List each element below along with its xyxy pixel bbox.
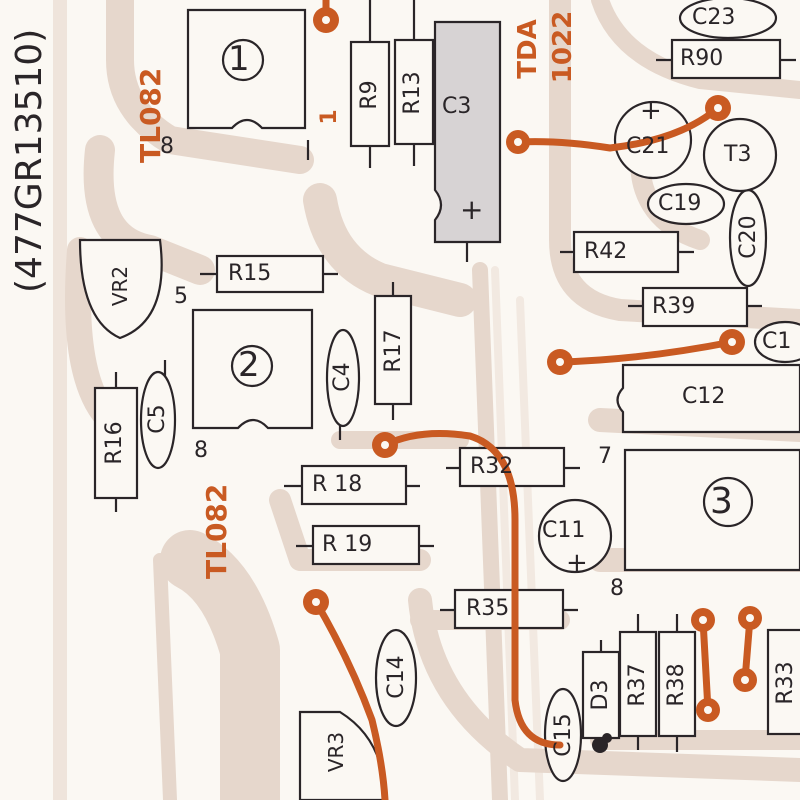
vr2-body [78, 238, 163, 340]
ic2-pin5-label: 5 [174, 284, 188, 309]
jumper-c12 [556, 338, 736, 366]
r18-label: R 18 [312, 472, 363, 497]
d3-body [581, 650, 621, 740]
vr2-label: VR2 [108, 265, 132, 307]
c21-plus-label: + [640, 96, 662, 126]
r33-label: R33 [773, 661, 798, 705]
t3-label: T3 [724, 142, 752, 167]
jumper-r32 [381, 429, 564, 749]
c11-plus-label: + [566, 548, 588, 578]
c19-body [646, 182, 726, 226]
r33-body [766, 628, 800, 736]
t3-body [702, 117, 778, 193]
r19-label: R 19 [322, 532, 373, 557]
c3-plus-label: + [460, 193, 484, 226]
r38-label: R38 [664, 663, 689, 707]
c4-body [325, 328, 361, 428]
c4-label: C4 [330, 362, 355, 392]
c14-label: C14 [384, 655, 409, 699]
c11-label: C11 [542, 518, 586, 543]
r13-label: R13 [400, 71, 425, 115]
r16-body [93, 386, 139, 500]
ic3-pin: 8 [610, 576, 624, 601]
c12-body [616, 363, 800, 434]
c23-body [678, 0, 778, 40]
c1-label: C1 [762, 329, 792, 354]
r39-label: R39 [652, 294, 696, 319]
c15-label: C15 [551, 713, 576, 757]
c3-label: C3 [442, 94, 472, 119]
ic2-pin: 8 [194, 438, 208, 463]
ic1-pin1-label: 1 [317, 109, 342, 125]
jumper-vr3 [312, 598, 389, 800]
r37-label: R37 [625, 663, 650, 707]
d3-label: D3 [588, 679, 613, 711]
component-pads [592, 733, 612, 753]
tda-code: 1022 [548, 10, 578, 84]
jumper-wires [312, 0, 754, 800]
r15-body [215, 254, 325, 294]
ic2-type: TL082 [200, 483, 233, 579]
r42-label: R42 [584, 239, 628, 264]
jumper-pad-holes [312, 16, 754, 714]
ic1-pin: 8 [160, 134, 174, 159]
r15-label: R15 [228, 261, 272, 286]
ic1-number: 1 [228, 39, 250, 79]
r90-body [670, 38, 782, 80]
jumper-r37 [699, 616, 712, 714]
ic2-number-circle [230, 344, 274, 388]
r35-body [453, 588, 565, 630]
c20-label: C20 [736, 215, 761, 259]
ic3-outline [623, 448, 800, 572]
c1-body [753, 320, 800, 364]
ic3-number-circle [702, 476, 754, 528]
ic2-number: 2 [238, 345, 260, 385]
board-part-number: (477GR13510) [9, 28, 50, 293]
jumper-pads [303, 7, 762, 722]
c5-label: C5 [145, 404, 170, 434]
r17-label: R17 [381, 329, 406, 373]
c21-label: C21 [626, 134, 670, 159]
ic2-outline [191, 308, 314, 430]
c19-label: C19 [658, 191, 702, 216]
c23-label: C23 [692, 5, 736, 30]
r9-label: R9 [357, 80, 382, 110]
r19-body [311, 524, 421, 566]
vr3-label: VR3 [324, 731, 348, 773]
c15-body [543, 687, 583, 783]
r18-body [300, 464, 408, 506]
c5-body [139, 370, 177, 470]
jumper-c3-c21 [514, 104, 722, 152]
c14-body [374, 628, 418, 728]
r16-label: R16 [102, 421, 127, 465]
ic1-number-circle [221, 38, 265, 82]
r35-label: R35 [466, 596, 510, 621]
c11-body [537, 498, 613, 574]
ic3-number: 3 [710, 481, 733, 522]
ic1-outline [186, 8, 307, 130]
r32-label: R32 [470, 454, 514, 479]
tda-type: TDA [513, 19, 543, 79]
r90-label: R90 [680, 46, 724, 71]
c12-label: C12 [682, 384, 726, 409]
ic3-pin7-label: 7 [598, 444, 612, 469]
